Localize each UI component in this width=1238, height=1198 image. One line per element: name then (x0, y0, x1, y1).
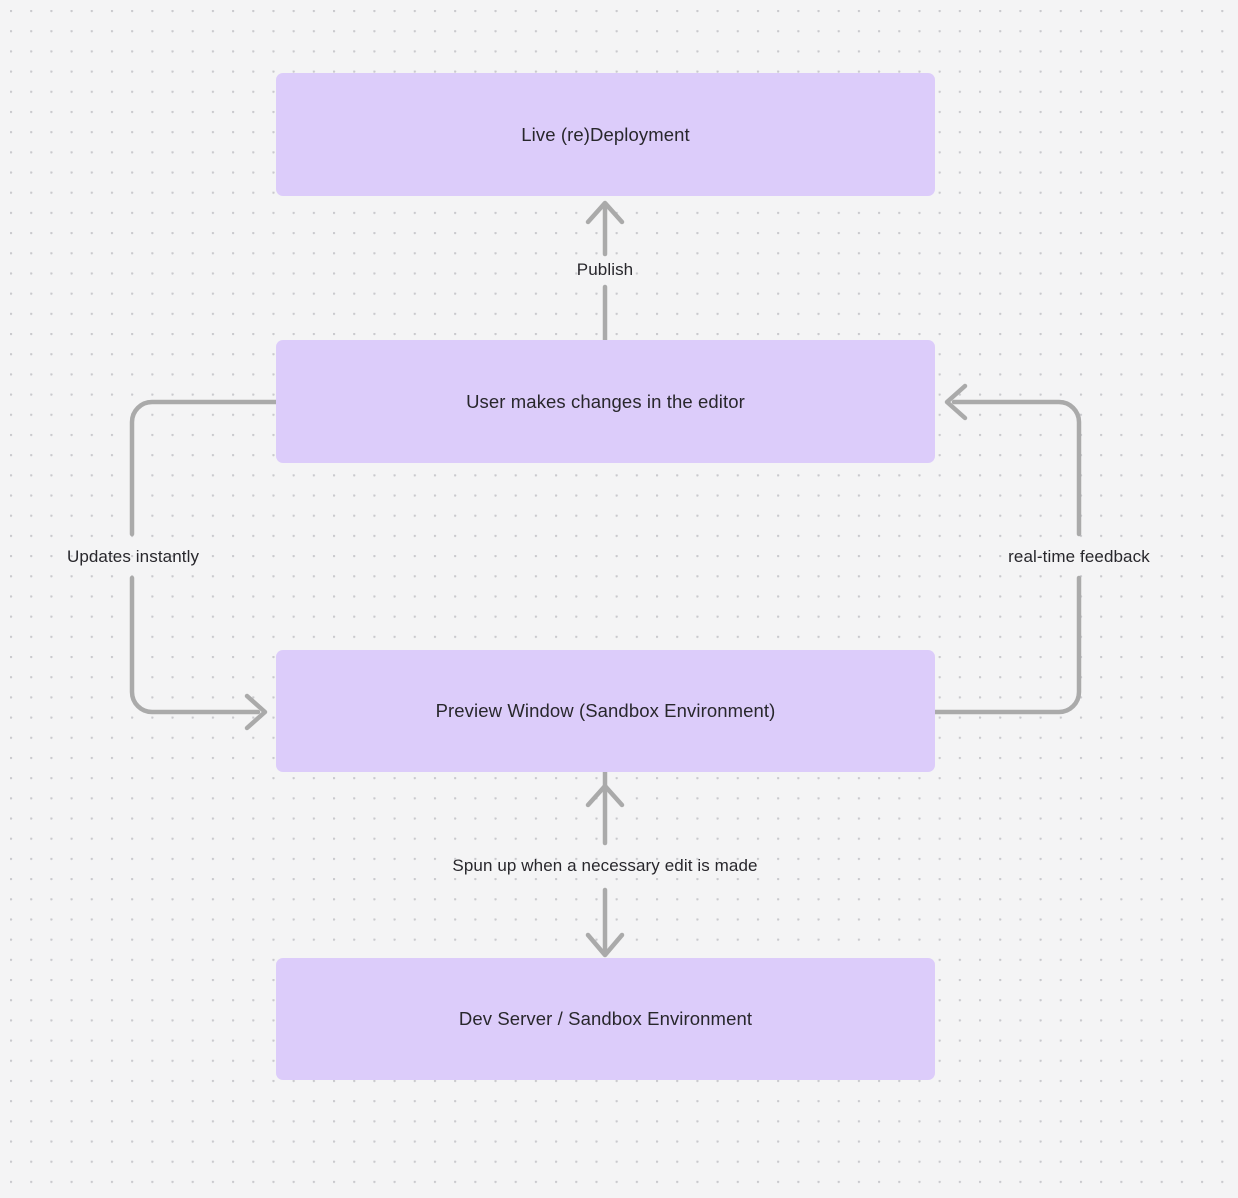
edge-label-spun-up: Spun up when a necessary edit is made (452, 856, 758, 875)
node-user-makes-changes[interactable]: User makes changes in the editor (276, 340, 935, 463)
edge-label-publish: Publish (576, 260, 634, 279)
node-label: Preview Window (Sandbox Environment) (435, 700, 776, 721)
node-label: Live (re)Deployment (521, 123, 690, 145)
node-preview-window[interactable]: Preview Window (Sandbox Environment) (276, 650, 935, 772)
node-label: User makes changes in the editor (466, 390, 745, 412)
node-live-redeployment[interactable]: Live (re)Deployment (276, 73, 935, 196)
node-label: Dev Server / Sandbox Environment (458, 1008, 753, 1029)
edge-label-real-time-feedback: real-time feedback (1008, 547, 1150, 566)
edge-label-updates-instantly: Updates instantly (66, 547, 200, 566)
node-dev-server[interactable]: Dev Server / Sandbox Environment (276, 958, 935, 1080)
